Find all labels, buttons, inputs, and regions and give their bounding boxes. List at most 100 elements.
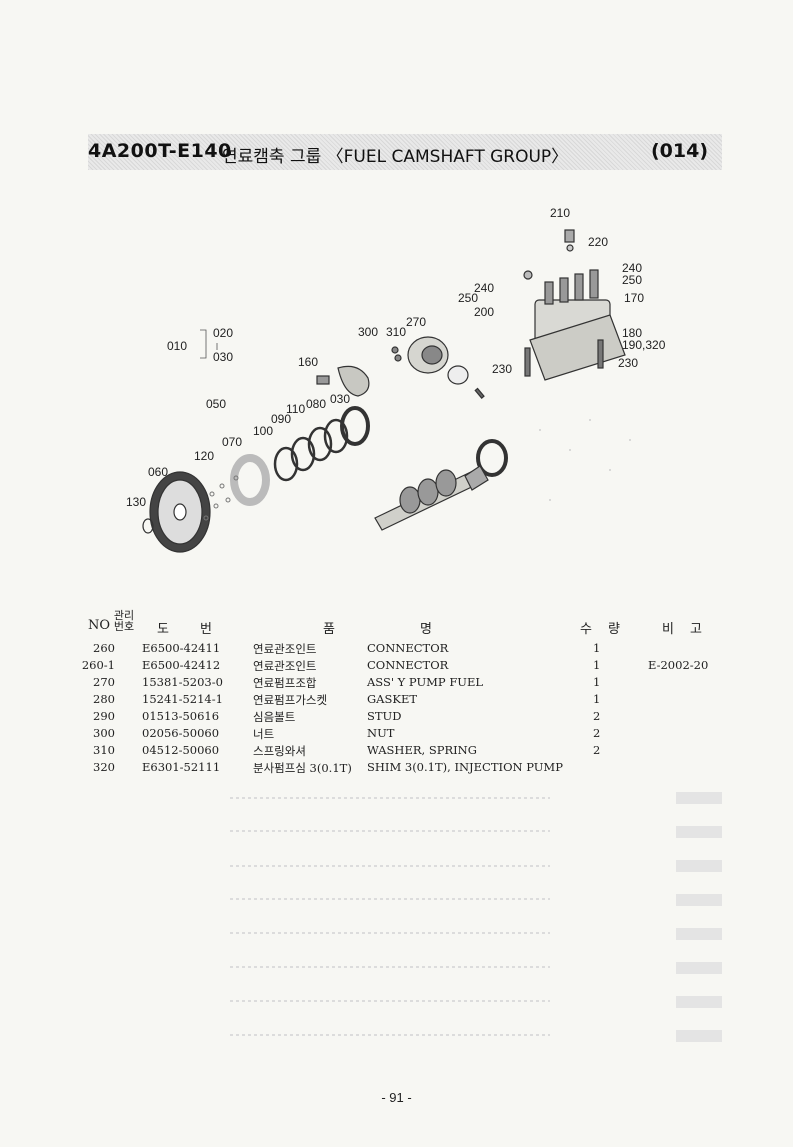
- row-korean-name: 연료펌프가스켓: [253, 693, 328, 707]
- bleed-through-block: [676, 860, 722, 872]
- header-bi: 비: [662, 622, 674, 637]
- callout-250b: 250: [458, 291, 478, 305]
- table-row: 260 E6500-42411 연료관조인트 CONNECTOR 1: [75, 640, 725, 657]
- row-no: 300: [93, 726, 115, 740]
- diagram-svg: 210 220 240 250 240 250 170 200 270 300 …: [126, 206, 666, 553]
- callout-120: 120: [194, 449, 214, 463]
- header-no: NO: [88, 618, 111, 633]
- row-no: 320: [93, 760, 115, 774]
- header-mgmt: 관리 번호: [113, 609, 135, 633]
- callout-210: 210: [550, 206, 570, 220]
- row-part-number: 04512-50060: [142, 743, 220, 757]
- callout-010: 010: [167, 339, 187, 353]
- table-row: 320 E6301-52111 분사펌프심 3(0.1T) SHIM 3(0.1…: [75, 759, 725, 776]
- group-title: 연료캠축 그룹 〈FUEL CAMSHAFT GROUP〉: [222, 147, 569, 167]
- page-number: - 91 -: [381, 1090, 412, 1105]
- callout-020: 020: [213, 326, 233, 340]
- header-myeong: 명: [420, 622, 432, 637]
- row-english-name: SHIM 3(0.1T), INJECTION PUMP: [367, 760, 563, 774]
- group-code: (014): [650, 140, 708, 162]
- injection-pump-drawing: [523, 229, 626, 381]
- bearing-drawing: [476, 439, 508, 477]
- callout-080: 080: [306, 397, 326, 411]
- row-no: 270: [93, 675, 115, 689]
- callout-190-320: 190,320: [622, 338, 666, 352]
- parts-table-header: NO 관리 번호 도 번 품 명 수 량 비 고: [80, 610, 722, 640]
- callout-050: 050: [206, 397, 226, 411]
- row-quantity: 2: [593, 743, 601, 757]
- row-part-number: 02056-50060: [142, 726, 220, 740]
- row-quantity: 1: [593, 641, 601, 655]
- leader-lines: [200, 329, 218, 359]
- row-english-name: STUD: [367, 709, 402, 723]
- callout-300: 300: [358, 325, 378, 339]
- row-korean-name: 심음볼트: [253, 710, 296, 724]
- bleed-through-block: [676, 1030, 722, 1042]
- row-remark: E-2002-20: [648, 658, 709, 672]
- row-english-name: CONNECTOR: [367, 641, 449, 655]
- parts-table: 260 E6500-42411 연료관조인트 CONNECTOR 1 260-1…: [75, 640, 725, 776]
- bleed-through-line: [230, 1000, 550, 1002]
- table-row: 280 15241-5214-1 연료펌프가스켓 GASKET 1: [75, 691, 725, 708]
- callout-160: 160: [298, 355, 318, 369]
- callout-200: 200: [474, 305, 494, 319]
- bracket-drawing: [316, 365, 370, 397]
- callout-060: 060: [148, 465, 168, 479]
- callout-110: 110: [286, 402, 305, 416]
- row-no: 260-1: [81, 658, 115, 672]
- header-pum: 품: [323, 622, 335, 637]
- callout-030b: 030: [330, 392, 350, 406]
- callout-310: 310: [386, 325, 406, 339]
- header-beon: 번: [200, 622, 212, 637]
- header-do: 도: [157, 622, 169, 637]
- table-row: 270 15381-5203-0 연료펌프조합 ASS' Y PUMP FUEL…: [75, 674, 725, 691]
- page-header: 4A200T-E140 연료캠축 그룹 〈FUEL CAMSHAFT GROUP…: [88, 134, 722, 170]
- row-korean-name: 분사펌프심 3(0.1T): [253, 761, 352, 775]
- row-no: 310: [93, 743, 115, 757]
- callout-070: 070: [222, 435, 242, 449]
- coupling-drawing: [391, 336, 485, 399]
- bleed-through-block: [676, 962, 722, 974]
- bleed-through-block: [676, 996, 722, 1008]
- row-no: 290: [93, 709, 115, 723]
- row-quantity: 1: [593, 675, 601, 689]
- washers-drawing: [203, 475, 239, 521]
- model-number: 4A200T-E140: [88, 140, 232, 162]
- row-quantity: 1: [593, 658, 601, 672]
- row-korean-name: 연료펌프조합: [253, 676, 317, 690]
- header-su: 수: [580, 622, 592, 637]
- header-go: 고: [690, 622, 702, 637]
- row-korean-name: 연료관조인트: [253, 642, 317, 656]
- row-korean-name: 스프링와셔: [253, 744, 306, 758]
- callout-240b: 240: [474, 281, 494, 295]
- callout-220: 220: [588, 235, 608, 249]
- row-no: 280: [93, 692, 115, 706]
- row-english-name: CONNECTOR: [367, 658, 449, 672]
- row-english-name: GASKET: [367, 692, 418, 706]
- table-row: 260-1 E6500-42412 연료관조인트 CONNECTOR 1 E-2…: [75, 657, 725, 674]
- table-row: 310 04512-50060 스프링와셔 WASHER, SPRING 2: [75, 742, 725, 759]
- bleed-through-block: [676, 928, 722, 940]
- rings-drawing: [230, 406, 370, 506]
- row-quantity: 2: [593, 709, 601, 723]
- callout-100: 100: [253, 424, 273, 438]
- callout-030a: 030: [213, 350, 233, 364]
- camshaft-drawing: [374, 465, 489, 531]
- callout-130: 130: [126, 495, 146, 509]
- callout-labels: 210 220 240 250 240 250 170 200 270 300 …: [126, 206, 666, 509]
- callout-270: 270: [406, 315, 426, 329]
- bleed-through-line: [230, 1034, 550, 1036]
- table-row: 290 01513-50616 심음볼트 STUD 2: [75, 708, 725, 725]
- bleed-through-block: [676, 792, 722, 804]
- row-part-number: 15241-5214-1: [142, 692, 223, 706]
- callout-230b: 230: [618, 356, 638, 370]
- housing-outline: [539, 419, 631, 501]
- row-no: 260: [93, 641, 115, 655]
- row-english-name: WASHER, SPRING: [367, 743, 477, 757]
- header-ryang: 량: [608, 622, 620, 637]
- callout-170: 170: [624, 291, 644, 305]
- row-quantity: 1: [593, 692, 601, 706]
- row-english-name: NUT: [367, 726, 395, 740]
- exploded-parts-diagram: 210 220 240 250 240 250 170 200 270 300 …: [110, 200, 690, 570]
- row-english-name: ASS' Y PUMP FUEL: [367, 675, 484, 689]
